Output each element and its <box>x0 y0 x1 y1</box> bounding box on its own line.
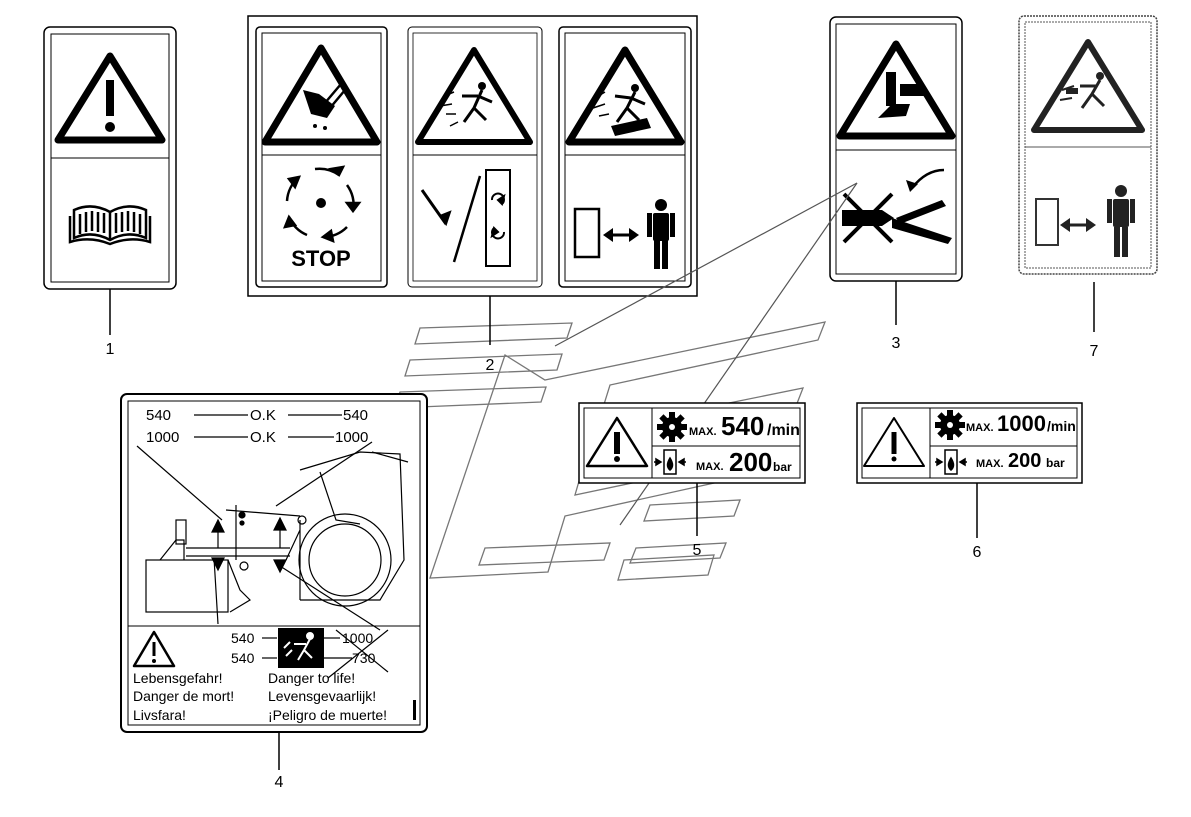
ok-label: O.K <box>250 429 276 446</box>
tilt-arrow-icon <box>892 168 952 244</box>
max-speed-value: 1000 <box>997 411 1046 436</box>
callout-7: 7 <box>1090 343 1099 360</box>
warning-triangle-icon <box>132 630 176 668</box>
bottom-540-b: 540 <box>231 650 255 666</box>
fine-print-mark <box>413 700 416 720</box>
gear-icon <box>935 410 965 440</box>
max-pressure-value: 200 <box>1008 450 1041 472</box>
warning-triangle-icon <box>863 417 925 467</box>
label-7-ejection-distance: 7 <box>1018 15 1158 360</box>
ejected-object-icon <box>565 46 685 146</box>
max-pressure-value: 200 <box>729 447 772 477</box>
warning-right-1: Danger to life! <box>268 670 355 686</box>
bottom-1000: 1000 <box>342 630 373 646</box>
max-label: MAX. <box>976 458 1004 470</box>
hand-cut-icon <box>261 44 381 146</box>
tractor-drawing <box>136 441 409 631</box>
callout-1: 1 <box>106 341 115 358</box>
warning-left-2: Danger de mort! <box>133 688 234 704</box>
label-6-max-1000: MAX. 1000 /min MAX. 200 bar 6 <box>856 402 1083 561</box>
max-label: MAX. <box>696 461 724 473</box>
label-5-max-540: MAX. 540 /min MAX. 200 bar 5 <box>578 402 806 559</box>
person-distance-icon <box>573 199 675 269</box>
manual-book-icon <box>68 205 152 246</box>
warning-left-1: Lebensgefahr! <box>133 670 223 686</box>
stop-label: STOP <box>291 246 351 271</box>
label-1-read-manual: 1 <box>43 26 177 358</box>
speed-unit: /min <box>767 422 800 439</box>
label-2-rotation-warnings: STOP <box>247 15 698 374</box>
callout-6: 6 <box>973 544 982 561</box>
warning-triangle-icon <box>54 52 166 144</box>
pressure-unit: bar <box>773 460 792 474</box>
label-3-crush-warning: 3 <box>829 16 963 352</box>
warning-right-3: ¡Peligro de muerte! <box>268 707 387 723</box>
callout-5: 5 <box>693 542 702 559</box>
callout-2: 2 <box>486 357 495 374</box>
callout-4: 4 <box>275 774 284 791</box>
hydraulic-icon <box>935 449 967 475</box>
ok-label: O.K <box>250 407 276 424</box>
speed-unit: /min <box>1047 418 1076 434</box>
pto-1000-left: 1000 <box>146 429 179 446</box>
bottom-540-a: 540 <box>231 630 255 646</box>
max-speed-value: 540 <box>721 411 764 441</box>
person-distance-icon <box>1035 185 1135 257</box>
crush-hand-icon <box>836 40 956 140</box>
hydraulic-icon <box>654 449 686 475</box>
gear-icon <box>657 412 687 442</box>
pressure-unit: bar <box>1046 456 1065 470</box>
rotation-stop-icon <box>282 165 362 244</box>
pto-540-left: 540 <box>146 407 171 424</box>
warning-triangle-icon <box>585 416 649 468</box>
no-hand-icon <box>842 192 894 244</box>
ejected-object-icon <box>278 628 324 668</box>
tilt-arrow-icon <box>420 169 511 267</box>
callout-3: 3 <box>892 335 901 352</box>
warning-right-2: Levensgevaarlijk! <box>268 688 376 704</box>
max-label: MAX. <box>966 422 994 434</box>
ejected-object-icon <box>1031 39 1145 133</box>
label-4-pto-speed: 540 O.K 540 1000 O.K 1000 <box>120 393 428 791</box>
max-label: MAX. <box>689 426 717 438</box>
pto-1000-right: 1000 <box>335 429 368 446</box>
ejected-object-icon <box>415 47 533 145</box>
pto-540-right: 540 <box>343 407 368 424</box>
warning-left-3: Livsfara! <box>133 707 186 723</box>
